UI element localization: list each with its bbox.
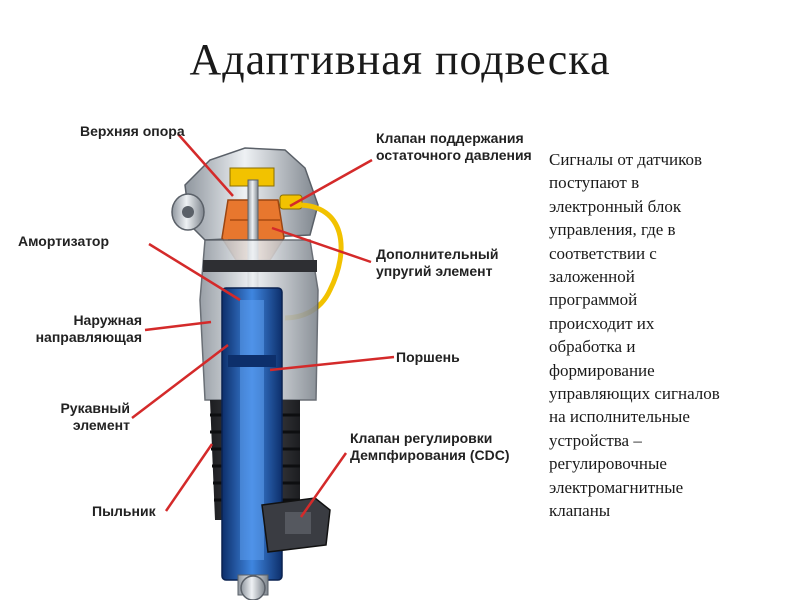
description-line: формирование	[549, 360, 655, 380]
description-line: программой	[549, 290, 638, 310]
label-cdc-valve: Клапан регулировки Демпфирования (CDC)	[350, 430, 510, 463]
description-text: Сигналы от датчиков поступают в электрон…	[549, 148, 789, 523]
description-line: устройства –	[549, 430, 642, 450]
description-line: электромагнитные	[549, 477, 684, 497]
slide-title: Адаптивная подвеска	[189, 35, 611, 84]
description-line: клапаны	[549, 501, 611, 521]
leader-lines	[131, 133, 395, 518]
description-line: Сигналы от датчиков	[549, 150, 703, 169]
description-line: соответствии с	[549, 243, 657, 263]
description-line: происходит их	[549, 313, 655, 333]
label-piston: Поршень	[396, 349, 460, 365]
label-sleeve-element: Рукавный элемент	[60, 400, 130, 433]
label-outer-guide: Наружная направляющая	[35, 312, 142, 345]
cdc-valve-part	[261, 497, 331, 553]
description-line: поступают в	[549, 173, 640, 193]
label-shock-absorber: Амортизатор	[18, 233, 109, 249]
description-line: электронный блок	[549, 196, 682, 216]
description-line: на исполнительные	[549, 407, 690, 427]
description-line: управляющих сигналов	[549, 384, 720, 404]
description-line: управления, где в	[549, 220, 676, 240]
lower-mount-part	[237, 574, 269, 600]
label-dust-boot: Пыльник	[92, 503, 156, 519]
description-line: обработка и	[549, 337, 636, 357]
label-top-mount: Верхняя опора	[80, 123, 185, 139]
description-line: регулировочные	[549, 454, 667, 474]
label-residual-pressure-valve: Клапан поддержания остаточного давления	[376, 130, 532, 163]
label-additional-spring: Дополнительный упругий элемент	[376, 246, 499, 279]
description-line: заложенной	[549, 267, 635, 287]
